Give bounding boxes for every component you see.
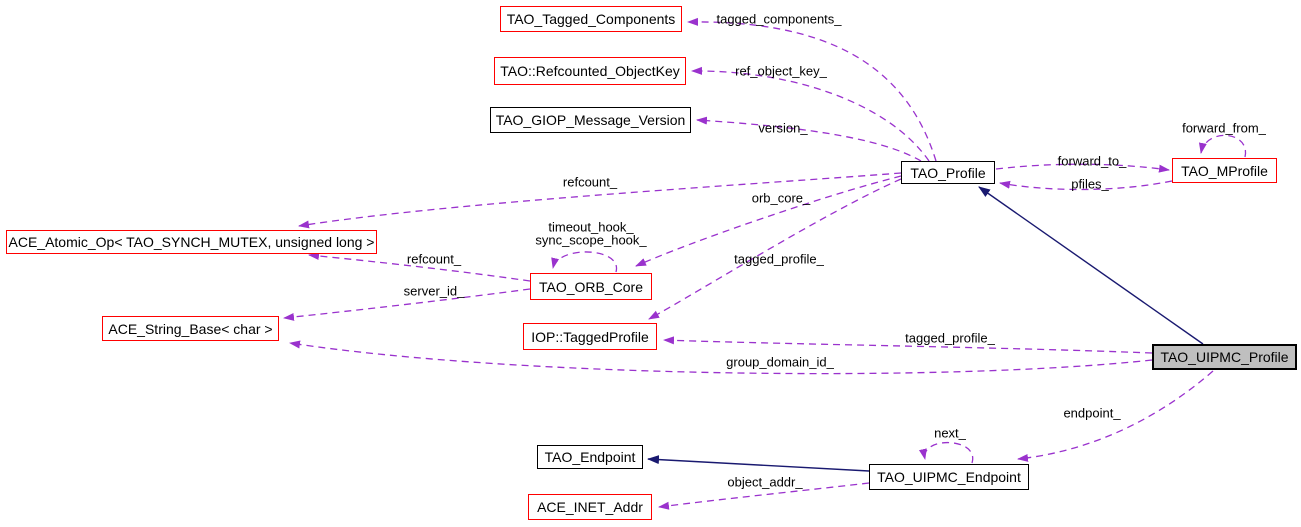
node-tao-endpoint[interactable]: TAO_Endpoint [537, 445, 643, 469]
edge-label-tagged-components: tagged_components_ [716, 11, 842, 27]
edge-label-refcount-orbcore: refcount_ [406, 251, 462, 267]
node-tao-uipmc-profile: TAO_UIPMC_Profile [1152, 344, 1297, 370]
edge-label-timeout-hook: timeout_hook_ [548, 219, 634, 235]
edge-orbcore-server-id [283, 288, 531, 321]
edge-label-tagged-profile-uipmc: tagged_profile_ [905, 330, 995, 346]
edge-label-object-addr: object_addr_ [727, 474, 803, 490]
edge-profile-refcount [298, 172, 902, 229]
edge-profile-forward-to [995, 163, 1170, 173]
edge-profile-ref-object-key [691, 66, 930, 162]
edge-label-tagged-profile: tagged_profile_ [734, 251, 824, 267]
edge-label-endpoint: endpoint_ [1063, 405, 1121, 421]
edge-uipmc-tagged-profile [663, 336, 1153, 354]
edge-label-ref-object-key: ref_object_key_ [735, 63, 827, 79]
edge-label-next: next_ [934, 425, 966, 441]
edge-label-sync-scope-hook: sync_scope_hook_ [535, 232, 647, 248]
edge-uipmc-group-domain-id [289, 340, 1153, 375]
edge-profile-orb-core [635, 175, 902, 267]
edge-mprofile-forward-from [1198, 134, 1247, 158]
edge-label-group-domain-id: group_domain_id_ [726, 354, 834, 370]
node-ace-string-base[interactable]: ACE_String_Base< char > [102, 316, 279, 341]
node-tao-refcounted-objectkey[interactable]: TAO::Refcounted_ObjectKey [494, 57, 686, 85]
edge-uipmc-endpoint-next [918, 441, 974, 464]
node-tao-profile[interactable]: TAO_Profile [901, 161, 995, 184]
edge-uipmc-endpoint [1017, 370, 1214, 462]
edge-uipmc-profile-inherits-profile [978, 186, 1204, 345]
node-ace-inet-addr[interactable]: ACE_INET_Addr [528, 494, 652, 520]
node-tao-giop-message-version[interactable]: TAO_GIOP_Message_Version [490, 107, 691, 133]
node-tao-mprofile[interactable]: TAO_MProfile [1172, 158, 1277, 183]
edge-orbcore-refcount [308, 252, 531, 282]
edge-orbcore-self-hooks [551, 251, 617, 273]
edge-label-orb-core: orb_core_ [751, 190, 811, 206]
edge-label-version: version_ [758, 120, 808, 136]
edge-profile-tagged-components [687, 17, 937, 162]
edge-label-pfiles: pfiles_ [1071, 176, 1109, 192]
edge-label-forward-from: forward_from_ [1182, 120, 1266, 136]
node-iop-taggedprofile[interactable]: IOP::TaggedProfile [523, 323, 657, 350]
node-tao-uipmc-endpoint[interactable]: TAO_UIPMC_Endpoint [869, 464, 1029, 490]
edge-profile-version [696, 116, 922, 162]
node-tao-orb-core[interactable]: TAO_ORB_Core [530, 273, 652, 300]
edge-uipmc-endpoint-inherits-endpoint [647, 455, 870, 472]
node-tao-tagged-components[interactable]: TAO_Tagged_Components [500, 6, 682, 32]
edge-label-forward-to: forward_to_ [1057, 153, 1127, 169]
edge-label-server-id: server_id_ [403, 283, 465, 299]
edge-label-refcount-profile: refcount_ [562, 174, 618, 190]
node-ace-atomic-op[interactable]: ACE_Atomic_Op< TAO_SYNCH_MUTEX, unsigned… [6, 230, 377, 254]
edge-uipmc-endpoint-object-addr [658, 482, 870, 510]
